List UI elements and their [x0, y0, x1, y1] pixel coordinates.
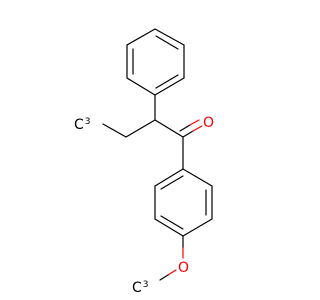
bond-co-b-black: [179, 124, 191, 132]
methyl-label: C3: [74, 117, 91, 133]
methyl-element: C: [74, 117, 84, 133]
bond-mp-6: [154, 168, 184, 187]
bond-co-a-red: [192, 125, 203, 132]
bond-mp-inner-2: [160, 215, 184, 230]
bond-mp-inner-3: [160, 175, 184, 190]
bond-co-b-red: [189, 119, 200, 126]
methoxy-element: C: [132, 280, 142, 296]
bond-ph-4: [126, 77, 156, 96]
bond-ph-3: [154, 77, 185, 96]
bond-ph-inner-2: [155, 74, 179, 89]
bond-ch-to-ch2: [125, 119, 156, 138]
bond-ph-1: [154, 28, 185, 46]
bond-mp-4: [154, 218, 184, 237]
alkyl-chain: [102, 94, 184, 138]
skeletal-structure: C3 O O C3: [74, 28, 214, 296]
bond-mp-1: [182, 168, 213, 187]
bond-o-to-ch3-red: [167, 269, 177, 276]
methoxyphenyl-ring: [154, 168, 213, 237]
bond-ph-6: [126, 28, 156, 46]
methoxy-group: [159, 235, 184, 281]
bond-co-a-black: [182, 130, 194, 138]
carbonyl-oxygen-label: O: [203, 115, 214, 131]
ether-oxygen-label: O: [178, 260, 189, 276]
methyl-hydrogens: 3: [85, 117, 91, 127]
bond-ph-inner-1: [155, 35, 179, 50]
bond-ch2-to-ch3: [102, 123, 127, 138]
methoxy-hydrogens: 3: [143, 280, 149, 290]
carbonyl-double-bond: [179, 119, 203, 138]
bond-o-to-ch3-black: [159, 274, 169, 281]
methoxy-carbon-label: C3: [132, 280, 149, 296]
phenyl-ring: [126, 28, 185, 96]
bond-mp-3: [182, 218, 213, 237]
bond-ch-to-carbonyl: [154, 119, 184, 138]
